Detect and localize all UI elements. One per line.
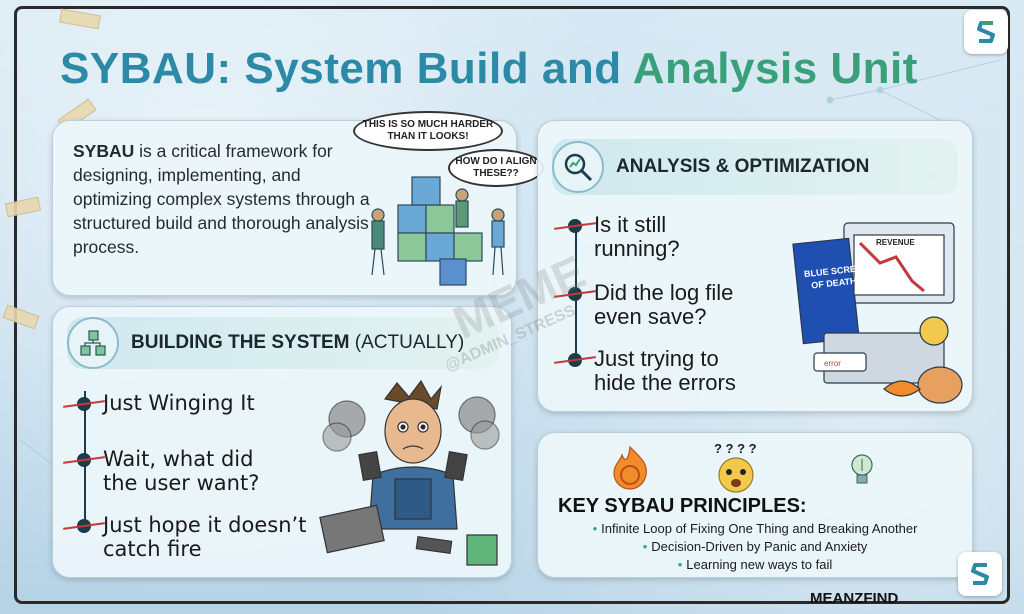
analysis-optimization-card: ANALYSIS & OPTIMIZATION Is it still runn… (537, 120, 973, 412)
analysis-item: Is it still running? (568, 213, 728, 261)
analysis-item: Did the log file even save? (568, 281, 768, 329)
analysis-item-text: Just trying to hide the errors (594, 346, 736, 395)
lightbulb-icon (851, 454, 873, 484)
principle-item: •Learning new ways to fail (538, 557, 972, 572)
sketch-border-frame (14, 6, 1010, 604)
analysis-heading: ANALYSIS & OPTIMIZATION (552, 139, 958, 195)
building-system-card: BUILDING THE SYSTEM (ACTUALLY) Just Wing… (52, 306, 512, 578)
principles-card: ? ? ? ? KEY SYBAU PRINCIPLES: •Infinite … (537, 432, 973, 578)
bullet-dot (77, 397, 91, 411)
speech-bubble: THIS IS SO MUCH HARDER THAN IT LOOKS! (353, 111, 503, 151)
speech-bubble: HOW DO I ALIGN THESE?? (448, 149, 544, 187)
fire-spiral-icon (613, 445, 647, 490)
question-marks: ? ? ? ? (714, 441, 757, 456)
s-logo-icon (964, 10, 1008, 54)
principle-text: Learning new ways to fail (686, 557, 833, 572)
intro-description: SYBAU is a critical framework for design… (73, 139, 373, 259)
bullet-dot (77, 453, 91, 467)
analysis-item-text: Did the log file even save? (594, 280, 734, 329)
speech-bubble-text: THIS IS SO MUCH HARDER THAN IT LOOKS! (362, 119, 494, 142)
s-logo-icon (958, 552, 1002, 596)
building-system-title-suffix: (ACTUALLY) (354, 332, 465, 353)
intro-body-text: is a critical framework for designing, i… (73, 141, 370, 257)
intro-bold-term: SYBAU (73, 141, 135, 161)
title-segment-blue: SYBAU: System Build and (60, 44, 633, 93)
building-system-title: BUILDING THE SYSTEM (ACTUALLY) (131, 332, 464, 354)
bullet-dot (77, 519, 91, 533)
bullet-dot (568, 287, 582, 301)
magnifier-chart-icon (552, 141, 604, 193)
bsod-label: OF DEATH (811, 276, 857, 291)
building-system-heading: BUILDING THE SYSTEM (ACTUALLY) (67, 317, 499, 369)
analysis-item: Just trying to hide the errors (568, 347, 758, 395)
page-title-text: SYBAU: System Build and Analysis Unit (60, 44, 918, 93)
title-segment-green: Analysis Unit (632, 44, 918, 93)
stressed-engineer-illustration (319, 379, 500, 566)
analysis-item-text: Is it still running? (594, 212, 680, 261)
error-label: error (824, 359, 841, 368)
error-screens-illustration: BLUE SCREEN OF DEATH REVENUE error (792, 222, 963, 404)
bullet-dot (568, 219, 582, 233)
build-item-text: Wait, what did the user want? (103, 447, 260, 495)
intro-card: SYBAU is a critical framework for design… (52, 111, 544, 296)
build-item: Just hope it doesn’t catch fire (77, 513, 317, 561)
build-item: Just Winging It (77, 391, 307, 415)
bullet-dot (568, 353, 582, 367)
bullet-dot: • (642, 539, 648, 554)
credit-text: MEANZFIND (810, 590, 899, 607)
principle-item: •Infinite Loop of Fixing One Thing and B… (538, 521, 972, 536)
page-title: SYBAU: System Build and Analysis Unit (60, 44, 918, 94)
building-system-title-main: BUILDING THE SYSTEM (131, 332, 350, 353)
principles-title: KEY SYBAU PRINCIPLES: (558, 495, 807, 517)
revenue-label: REVENUE (876, 238, 915, 247)
bullet-dot: • (677, 557, 683, 572)
cubes-icon (67, 317, 119, 369)
analysis-title: ANALYSIS & OPTIMIZATION (616, 156, 870, 177)
principle-text: Infinite Loop of Fixing One Thing and Br… (601, 521, 918, 536)
build-item-text: Just hope it doesn’t catch fire (103, 513, 307, 561)
build-item-text: Just Winging It (103, 391, 255, 415)
principles-icons-row: ? ? ? ? (538, 441, 972, 493)
bullet-dot: • (592, 521, 598, 536)
principle-text: Decision-Driven by Panic and Anxiety (651, 539, 868, 554)
team-building-blocks-illustration (371, 176, 505, 286)
principle-item: •Decision-Driven by Panic and Anxiety (538, 539, 972, 554)
speech-bubble-text: HOW DO I ALIGN THESE?? (455, 156, 537, 179)
stressed-face-icon (718, 457, 754, 493)
build-item: Wait, what did the user want? (77, 447, 287, 495)
